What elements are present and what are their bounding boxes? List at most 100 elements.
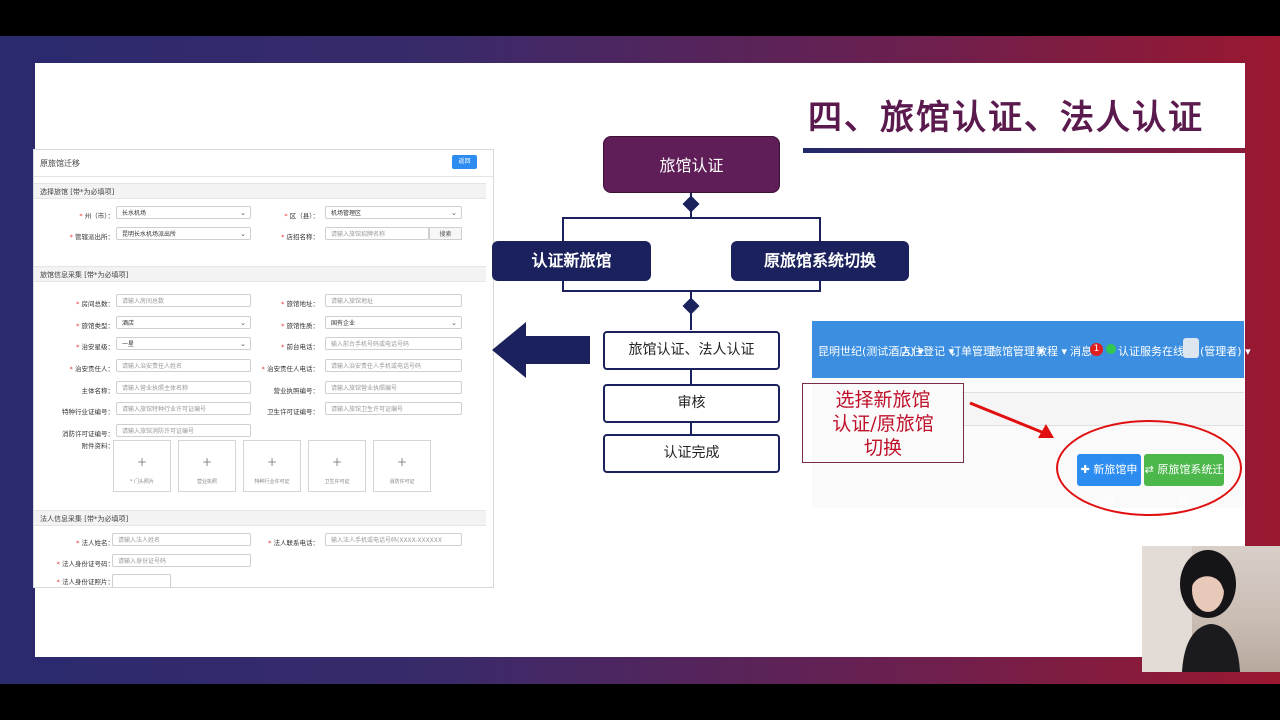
nav-item-messages[interactable]: 消息 [1070, 345, 1092, 358]
nav-brand[interactable]: 昆明世纪(测试酒店) ▾ [818, 345, 924, 358]
field-select[interactable]: 国有企业⌄ [325, 316, 462, 329]
attachment-caption: * 门头照片 [129, 479, 155, 485]
field-label: 消防许可证编号： [62, 430, 114, 438]
section-select-hotel: 选择旅馆 [带*为必填项] [34, 183, 486, 199]
flow-node-new-hotel: 认证新旅馆 [492, 241, 651, 281]
section-hotel-info: 旅馆信息采集 [带*为必填项] [34, 266, 486, 282]
police-select[interactable]: 昆明长水机场派出所⌄ [116, 227, 251, 240]
message-count-badge: 1 [1090, 343, 1103, 356]
attachment-caption: 营业执照 [196, 479, 217, 485]
nav-user[interactable]: (管理者) ▾ [1200, 345, 1251, 358]
field-input[interactable]: 请输入旅馆营业执照编号 [325, 381, 462, 394]
field-input[interactable]: 请输入治安责任人姓名 [116, 359, 251, 372]
field-select[interactable]: 酒店⌄ [116, 316, 251, 329]
field-input[interactable]: 请输入治安责任人手机或电话号码 [325, 359, 462, 372]
field-label: * 旅馆地址： [281, 300, 319, 308]
flow-connector [562, 217, 564, 241]
form-title: 原旅馆迁移 [40, 159, 80, 168]
plus-icon: + [136, 455, 148, 469]
field-label: * 治安责任人： [69, 365, 114, 373]
flow-connector [562, 281, 564, 291]
chevron-down-icon: ⌄ [451, 209, 457, 217]
title-underline [803, 148, 1245, 153]
search-button[interactable]: 搜索 [429, 227, 462, 240]
legal-phone-input[interactable]: 输入法人手机或电话号码(XXXX-XXXXXX [325, 533, 462, 546]
attachment-upload[interactable]: + 卫生许可证 [308, 440, 366, 492]
red-arrow-icon [969, 401, 1054, 438]
field-input[interactable]: 请输入旅馆特种行业许可证编号 [116, 402, 251, 415]
legal-id-label: * 法人身份证号码： [56, 560, 114, 568]
field-label: * 旅馆类型： [76, 322, 114, 330]
city-select[interactable]: 长水机场⌄ [116, 206, 251, 219]
hotel-name-label: * 店招名称： [281, 233, 319, 241]
district-label: * 区（县）： [284, 212, 319, 220]
flow-connector [690, 370, 692, 384]
nav-status[interactable]: 认证服务在线 ▾ [1118, 345, 1193, 358]
plus-icon: + [331, 455, 343, 469]
attachment-upload[interactable]: + 特种行业许可证 [243, 440, 301, 492]
section-title: 法人信息采集 [带*为必填项] [40, 515, 129, 523]
legal-name-input[interactable]: 请输入法人姓名 [112, 533, 251, 546]
callout-line: 认证/原旅馆 [832, 413, 934, 435]
presenter-icon [1142, 546, 1240, 672]
flow-connector [819, 217, 821, 241]
nav-item-tutorial[interactable]: 教程 ▾ [1036, 345, 1068, 358]
presenter-webcam [1142, 546, 1280, 672]
flow-step-review: 审核 [603, 384, 780, 423]
legal-name-label: * 法人姓名： [76, 539, 114, 547]
field-input[interactable]: 请输入房间总数 [116, 294, 251, 307]
field-label: 营业执照编号： [273, 387, 320, 395]
field-label: 特种行业证编号： [62, 408, 114, 416]
callout-line: 选择新旅馆 [835, 389, 931, 411]
field-label: * 旅馆性质： [281, 322, 319, 330]
legal-photo-upload[interactable] [112, 574, 171, 587]
flow-node-migrate-hotel: 原旅馆系统切换 [731, 241, 909, 281]
field-label: 卫生许可证编号： [267, 408, 319, 416]
flow-connector [819, 281, 821, 291]
field-label: * 治安责任人电话： [261, 365, 319, 373]
flow-connector [562, 217, 821, 219]
attachment-upload[interactable]: + * 门头照片 [113, 440, 171, 492]
district-select[interactable]: 机场管理区⌄ [325, 206, 462, 219]
attachment-caption: 卫生许可证 [324, 479, 350, 485]
nav-item-hotel-manage[interactable]: 旅馆管理 ▾ [991, 345, 1045, 358]
field-input[interactable]: 请输入旅馆卫生许可证编号 [325, 402, 462, 415]
left-arrow-icon [492, 322, 590, 378]
app-navbar: 昆明世纪(测试酒店) ▾ 入住登记 ▾ 订单管理 旅馆管理 ▾ 教程 ▾ 消息 … [812, 321, 1251, 378]
chevron-down-icon: ⌄ [240, 230, 246, 238]
flow-node-hotel-certification: 旅馆认证 [603, 136, 780, 193]
field-label: * 治安星级： [76, 343, 114, 351]
section-legal-info: 法人信息采集 [带*为必填项] [34, 510, 486, 526]
back-button[interactable]: 返回 [452, 155, 477, 169]
police-label: * 管辖派出所： [69, 233, 114, 241]
field-select[interactable]: 一星⌄ [116, 337, 251, 350]
flow-step-complete: 认证完成 [603, 434, 780, 473]
field-input[interactable]: 输入前台手机号码或电话号码 [325, 337, 462, 350]
chevron-down-icon: ⌄ [240, 319, 246, 327]
attachment-caption: 特种行业许可证 [254, 479, 290, 485]
flow-step-hotel-legal-certification: 旅馆认证、法人认证 [603, 331, 780, 370]
city-label: * 州（市）： [79, 212, 114, 220]
attachment-upload[interactable]: + 营业执照 [178, 440, 236, 492]
field-input[interactable]: 请输入旅馆消防许可证编号 [116, 424, 251, 437]
attachment-caption: 消防许可证 [389, 479, 415, 485]
callout-line: 切换 [863, 437, 902, 459]
field-input[interactable]: 请输入旅馆地址 [325, 294, 462, 307]
section-title: 旅馆信息采集 [带*为必填项] [40, 271, 129, 279]
plus-icon: + [396, 455, 408, 469]
form-header: 原旅馆迁移 返回 [34, 150, 493, 177]
nav-item-checkin[interactable]: 入住登记 ▾ [901, 345, 955, 358]
plus-icon: + [266, 455, 278, 469]
hotel-name-input[interactable]: 请输入旅馆招牌名称 [325, 227, 429, 240]
field-input[interactable]: 请输入营业执照主体名称 [116, 381, 251, 394]
chevron-down-icon: ⌄ [240, 340, 246, 348]
attachment-upload[interactable]: + 消防许可证 [373, 440, 431, 492]
plus-icon: + [201, 455, 213, 469]
field-label: 主体名称： [81, 387, 115, 395]
chevron-down-icon: ⌄ [240, 209, 246, 217]
hotel-migration-form: 原旅馆迁移 返回 选择旅馆 [带*为必填项] * 州（市）： 长水机场⌄ * 区… [33, 149, 494, 588]
avatar[interactable] [1183, 338, 1199, 358]
legal-id-input[interactable]: 请输入身份证号码 [112, 554, 251, 567]
legal-photo-label: * 法人身份证照片： [56, 578, 114, 586]
nav-item-orders[interactable]: 订单管理 [950, 345, 994, 358]
